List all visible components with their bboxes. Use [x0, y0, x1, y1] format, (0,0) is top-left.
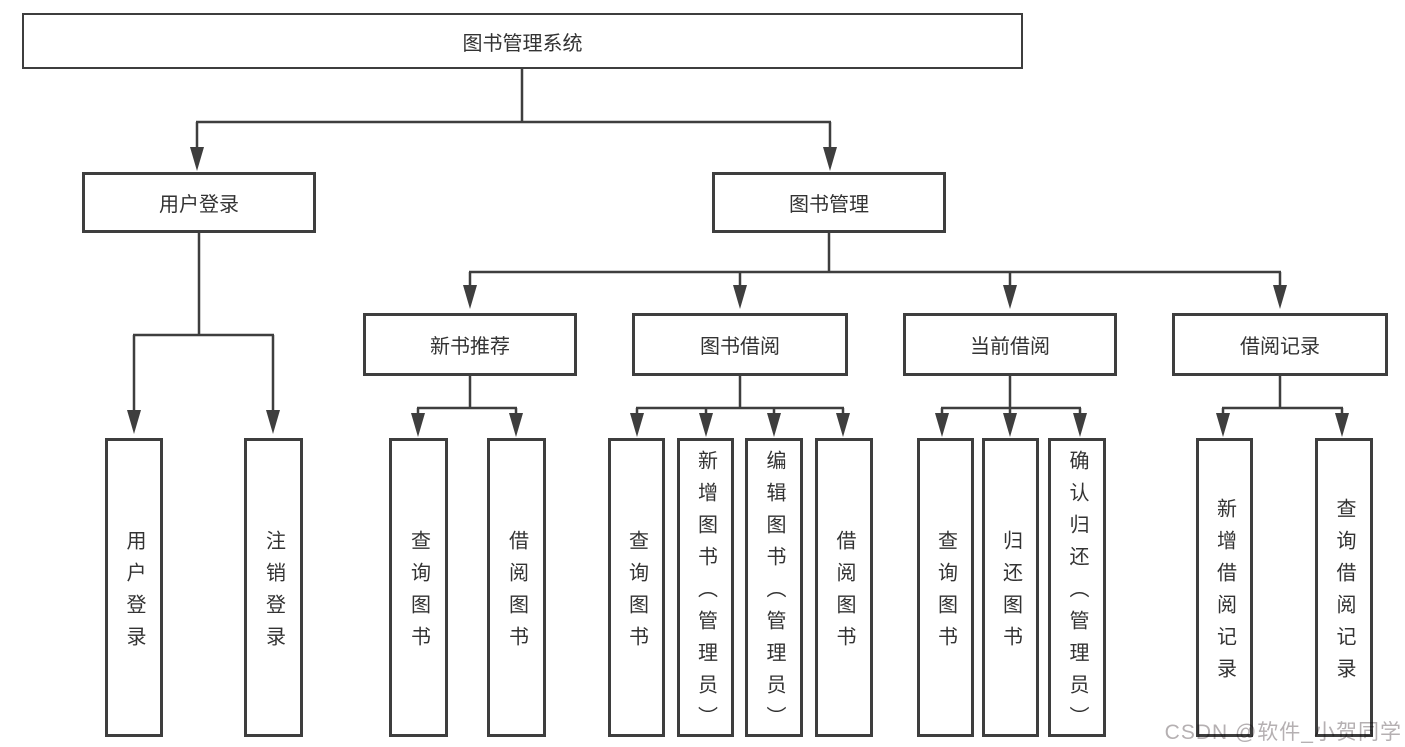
node-book-management: 图书管理: [712, 172, 946, 233]
node-label: 归还图书: [999, 529, 1022, 658]
node-label: 借阅图书: [833, 529, 855, 658]
node-label: 借阅图书: [505, 529, 528, 658]
leaf-add-borrow-record: 新增借阅记录: [1196, 438, 1253, 737]
node-label: 新书推荐: [430, 336, 510, 358]
leaf-confirm-return-admin: 确认归还（管理员）: [1048, 438, 1106, 738]
node-borrow-records: 借阅记录: [1172, 313, 1388, 376]
node-label: 图书借阅: [700, 336, 780, 358]
leaf-query-book-recommend: 查询图书: [389, 438, 448, 737]
node-user-login: 用户登录: [82, 172, 316, 233]
node-root-system: 图书管理系统: [22, 13, 1023, 69]
node-label: 用户登录: [123, 529, 145, 658]
leaf-query-book-borrow: 查询图书: [608, 438, 665, 737]
node-label: 确认归还（管理员）: [1066, 449, 1088, 738]
node-current-borrow: 当前借阅: [903, 313, 1117, 376]
arrowhead-icons: [127, 147, 1349, 437]
leaf-edit-book-admin: 编辑图书（管理员）: [745, 438, 803, 738]
node-label: 当前借阅: [970, 336, 1050, 358]
node-label: 编辑图书（管理员）: [763, 449, 785, 738]
leaf-borrow-book: 借阅图书: [815, 438, 873, 737]
node-label: 查询图书: [934, 529, 957, 658]
node-new-book-recommend: 新书推荐: [363, 313, 577, 376]
node-label: 查询图书: [625, 529, 648, 658]
leaf-borrow-book-recommend: 借阅图书: [487, 438, 546, 737]
node-label: 用户登录: [159, 194, 239, 216]
leaf-query-borrow-record: 查询借阅记录: [1315, 438, 1373, 737]
node-label: 查询借阅记录: [1333, 497, 1355, 690]
node-label: 查询图书: [407, 529, 430, 658]
leaf-logout: 注销登录: [244, 438, 303, 737]
leaf-add-book-admin: 新增图书（管理员）: [677, 438, 734, 738]
node-book-borrow: 图书借阅: [632, 313, 848, 376]
node-label: 图书管理系统: [462, 32, 583, 55]
leaf-query-book-current: 查询图书: [917, 438, 974, 737]
csdn-watermark: CSDN @软件_小贺同学: [1164, 721, 1402, 744]
node-label: 新增图书（管理员）: [694, 449, 717, 738]
node-label: 新增借阅记录: [1213, 497, 1236, 690]
node-label: 图书管理: [789, 194, 869, 216]
node-label: 注销登录: [262, 529, 285, 658]
leaf-return-book: 归还图书: [982, 438, 1039, 737]
leaf-user-login: 用户登录: [105, 438, 163, 737]
node-label: 借阅记录: [1240, 336, 1320, 358]
